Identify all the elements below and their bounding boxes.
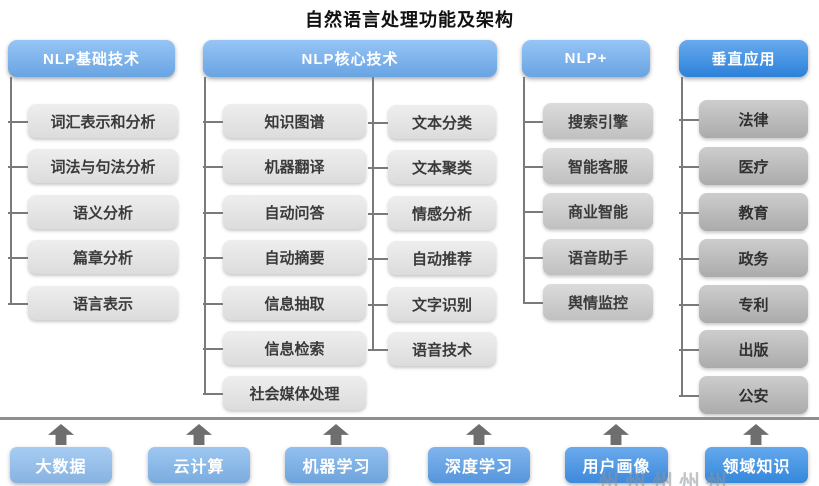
up-arrow-icon [743,424,769,445]
node-government-affairs: 政务 [679,239,808,277]
node-legal: 法律 [679,100,808,138]
node-speech-technology: 语音技术 [368,332,496,366]
column-header-nlp-plus: NLP+ [522,40,650,77]
up-arrow-icon [186,424,212,445]
up-arrow-icon [603,424,629,445]
node-information-retrieval: 信息检索 [203,331,366,365]
foundation-machine-learning: 机器学习 [285,447,388,483]
node-education: 教育 [679,193,808,231]
up-arrow-icon [323,424,349,445]
connector-vline-col3 [523,77,525,303]
node-text-clustering: 文本聚类 [368,150,496,184]
up-arrow-icon [48,424,74,445]
node-language-representation: 语言表示 [8,286,178,320]
connector-vline-col2-left [204,77,206,394]
node-public-opinion-monitoring: 舆情监控 [523,284,653,320]
node-semantic-analysis: 语义分析 [8,195,178,229]
node-sentiment-analysis: 情感分析 [368,196,496,230]
node-text-recognition: 文字识别 [368,287,496,321]
node-smart-customer-service: 智能客服 [523,148,653,184]
node-medical: 医疗 [679,147,808,185]
node-machine-translation: 机器翻译 [203,149,366,183]
node-publishing: 出版 [679,330,808,368]
node-information-extraction: 信息抽取 [203,286,366,320]
node-lexical-syntactic-analysis: 词法与句法分析 [8,149,178,183]
node-patent: 专利 [679,285,808,323]
connector-vline-col4 [681,77,683,396]
node-public-security: 公安 [679,376,808,414]
column-header-vertical-apps: 垂直应用 [679,40,808,77]
node-business-intelligence: 商业智能 [523,193,653,229]
foundation-cloud-computing: 云计算 [148,447,250,483]
divider-line [0,417,819,420]
node-auto-recommendation: 自动推荐 [368,241,496,275]
node-auto-summarization: 自动摘要 [203,240,366,274]
column-header-nlp-core: NLP核心技术 [203,40,497,77]
watermark: 州州州州州 [598,472,733,486]
diagram-title: 自然语言处理功能及架构 [305,10,514,30]
node-knowledge-graph: 知识图谱 [203,104,366,138]
node-social-media-processing: 社会媒体处理 [203,376,366,410]
up-arrow-icon [466,424,492,445]
column-header-nlp-basics: NLP基础技术 [8,40,175,77]
foundation-user-profile: 用户画像 [565,447,668,483]
node-search-engine: 搜索引擎 [523,103,653,139]
node-discourse-analysis: 篇章分析 [8,240,178,274]
foundation-domain-knowledge: 领域知识 [705,447,808,483]
node-voice-assistant: 语音助手 [523,239,653,275]
node-auto-question-answering: 自动问答 [203,195,366,229]
connector-vline-col1 [10,77,12,304]
foundation-deep-learning: 深度学习 [428,447,530,483]
node-lexical-representation-analysis: 词汇表示和分析 [8,104,178,138]
node-text-classification: 文本分类 [368,105,496,139]
foundation-big-data: 大数据 [10,447,112,483]
